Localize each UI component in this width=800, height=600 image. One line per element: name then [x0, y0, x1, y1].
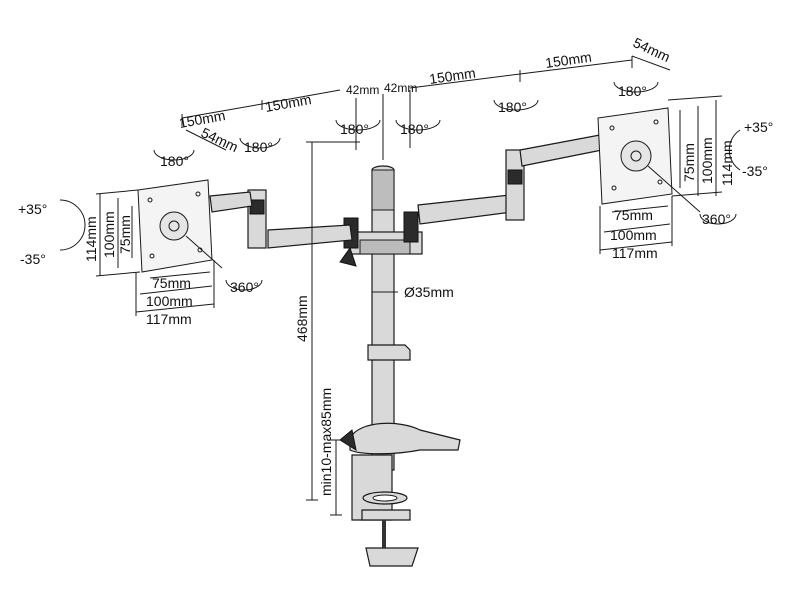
label-vesa-left-h100: 100mm [146, 293, 193, 309]
label-vesa-right-100: 100mm [699, 137, 715, 184]
label-clamp-range: min10-max85mm [318, 388, 334, 496]
label-vesa-right-h75: 75mm [614, 207, 653, 223]
label-vesa-left-100: 100mm [101, 211, 117, 258]
label-rot-b: 180° [244, 139, 273, 155]
label-pole-gap-right: 42mm [384, 81, 417, 95]
rotation-arcs [59, 81, 741, 291]
label-spin-right: 360° [702, 211, 731, 227]
label-arm-right-1: 150mm [428, 65, 476, 87]
right-arm [417, 134, 603, 225]
label-tilt-up-left: +35° [18, 201, 47, 217]
label-vesa-right-75: 75mm [681, 143, 697, 182]
desk-clamp [339, 422, 461, 567]
label-tilt-up-right: +35° [744, 119, 773, 135]
label-arm-left-2: 150mm [264, 91, 313, 115]
label-rot-c: 180° [340, 121, 369, 137]
label-vesa-left-h117: 117mm [146, 311, 192, 327]
dimension-lines [95, 55, 723, 516]
cable-clip [367, 344, 411, 361]
label-arm-right-offset: 54mm [631, 34, 673, 65]
label-vesa-right-h100: 100mm [610, 227, 657, 243]
label-pole-height: 468mm [294, 295, 310, 342]
label-spin-left: 360° [230, 279, 259, 295]
vesa-plate-left [137, 179, 223, 273]
label-arm-right-2: 150mm [544, 49, 592, 71]
label-rot-e: 180° [498, 99, 527, 115]
label-vesa-left-75: 75mm [117, 215, 133, 254]
label-rot-f: 180° [618, 83, 647, 99]
label-pole-gap-left: 42mm [346, 83, 379, 97]
label-vesa-left-114: 114mm [83, 216, 99, 262]
label-tilt-down-right: -35° [742, 163, 768, 179]
label-pole-diameter: Ø35mm [404, 284, 454, 300]
left-arm [209, 189, 353, 249]
label-arm-left-1: 150mm [178, 107, 227, 131]
label-arm-left-offset: 54mm [199, 124, 241, 155]
dimension-labels: 150mm 150mm 150mm 150mm 54mm 54mm 42mm 4… [18, 34, 773, 496]
label-vesa-right-h117: 117mm [612, 245, 658, 261]
label-rot-d: 180° [400, 121, 429, 137]
label-vesa-right-114: 114mm [719, 140, 735, 186]
label-vesa-left-h75: 75mm [152, 275, 191, 291]
vesa-plate-right [597, 107, 701, 213]
label-rot-a: 180° [160, 153, 189, 169]
label-tilt-down-left: -35° [20, 251, 46, 267]
